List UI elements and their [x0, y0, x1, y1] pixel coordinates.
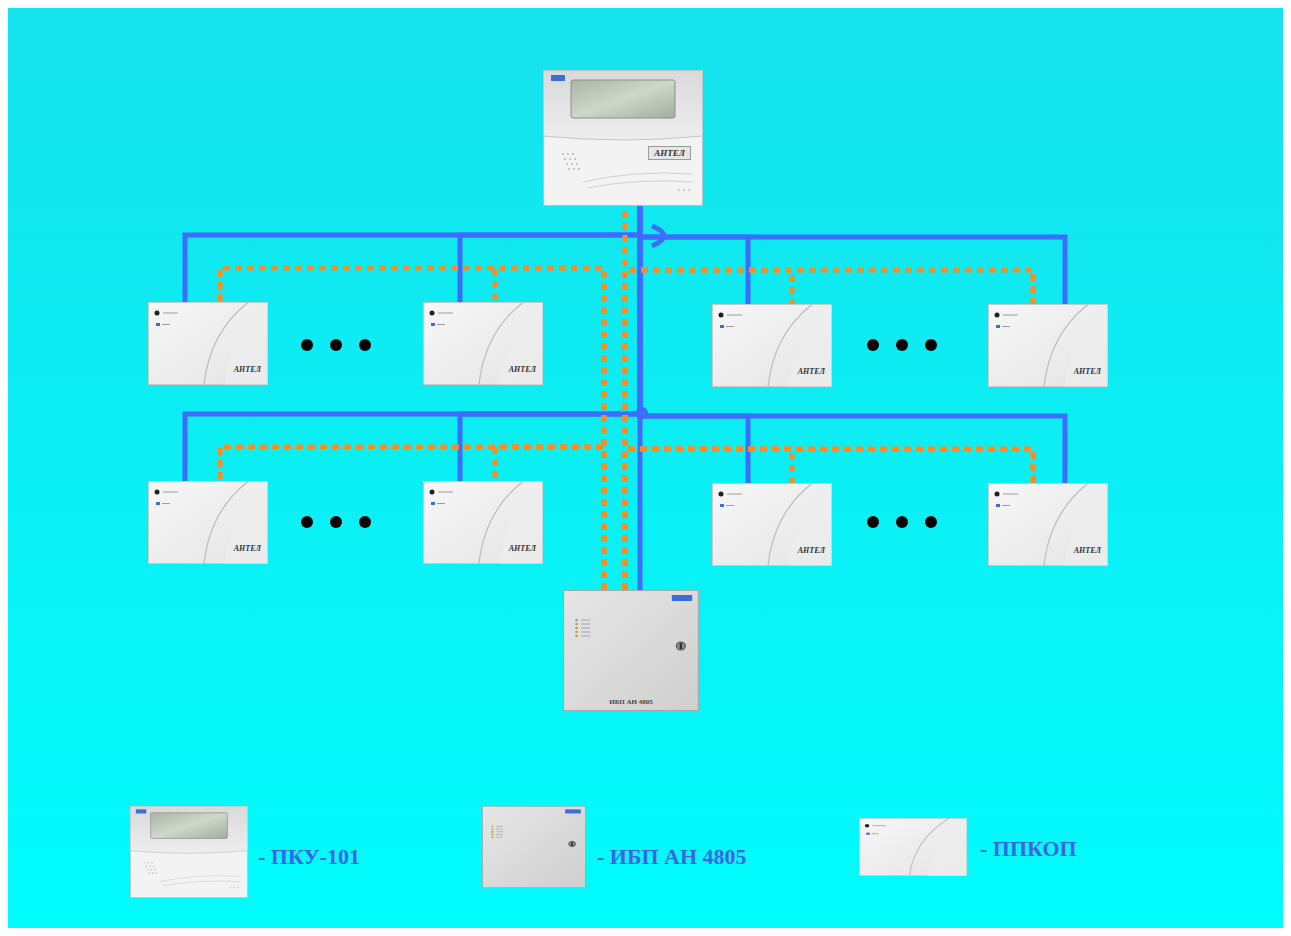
alarm-panel: АНТЕЛ [423, 302, 543, 385]
bus-line [460, 206, 640, 302]
device-label: АНТЕЛ [1074, 546, 1101, 555]
device-label: АНТЕЛ [234, 365, 261, 374]
device-label: АНТЕЛ [234, 544, 261, 553]
alarm-panel: АНТЕЛ [148, 302, 268, 385]
alarm-panel: АНТЕЛ [988, 483, 1108, 566]
line-hop [652, 226, 664, 246]
bus-line [185, 206, 640, 481]
legend-label: - ПКУ-101 [258, 844, 360, 870]
device-label: АНТЕЛ [798, 546, 825, 555]
power-line [625, 270, 1033, 590]
legend-label: - ППКОП [980, 836, 1077, 862]
alarm-panel: АНТЕЛ [988, 304, 1108, 387]
alarm-panel: АНТЕЛ [712, 304, 832, 387]
device-label: АНТЕЛ [509, 365, 536, 374]
device-label: АНТЕЛ [1074, 367, 1101, 376]
legend-sample [859, 818, 967, 876]
legend-sample [482, 806, 586, 888]
control-panel: АНТЕЛ [543, 70, 703, 206]
power-line [623, 206, 628, 590]
power-line [220, 447, 604, 590]
bus-line [638, 206, 643, 590]
legend-picture [859, 818, 967, 876]
legend-picture [482, 806, 586, 888]
power-supply: ИБП АН 4805 [563, 590, 699, 711]
alarm-panel: АНТЕЛ [148, 481, 268, 564]
power-line [625, 449, 1033, 590]
alarm-panel: АНТЕЛ [423, 481, 543, 564]
device-picture [563, 590, 699, 711]
legend-sample [130, 806, 248, 898]
legend-label: - ИБП АН 4805 [597, 844, 747, 870]
ellipsis-dots [301, 339, 937, 528]
power-line [220, 268, 604, 590]
junction-dot [636, 407, 648, 419]
alarm-panel: АНТЕЛ [712, 483, 832, 566]
bus-line [640, 206, 748, 304]
device-label: ИБП АН 4805 [563, 698, 699, 706]
device-picture [543, 70, 703, 206]
bus-line [640, 206, 1065, 304]
device-label: АНТЕЛ [798, 367, 825, 376]
device-label: АНТЕЛ [509, 544, 536, 553]
bus-line [185, 206, 640, 302]
device-label: АНТЕЛ [648, 146, 691, 160]
legend-picture [130, 806, 248, 898]
